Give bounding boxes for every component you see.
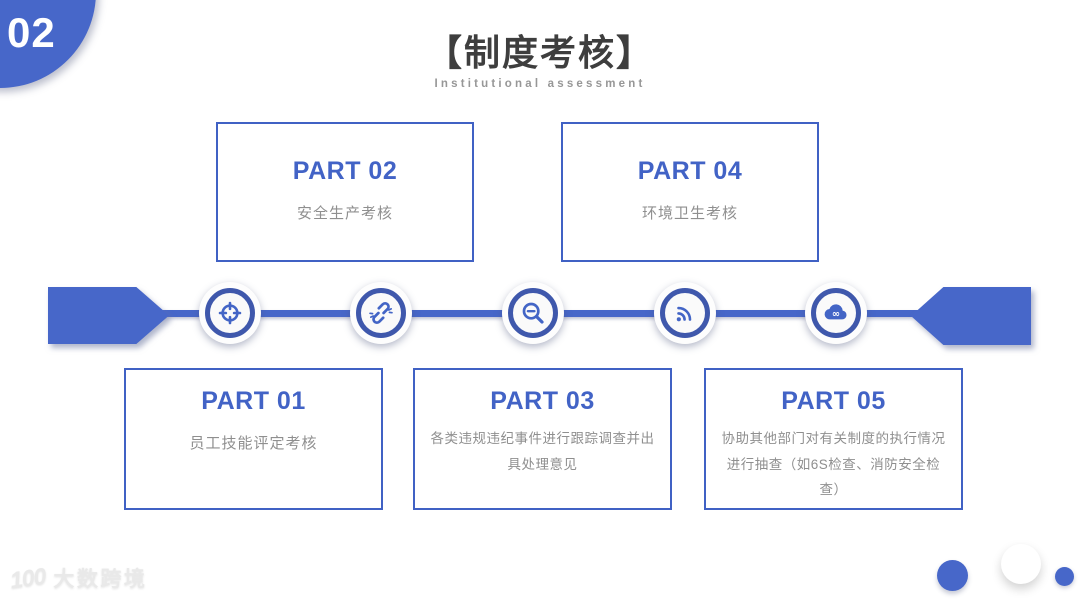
part-05-label: PART 05 xyxy=(781,387,886,415)
timeline-node-1 xyxy=(199,282,261,344)
cloud-infinity-icon: ∞ xyxy=(822,299,850,327)
node-ring: ∞ xyxy=(811,288,861,338)
page-subtitle: Institutional assessment xyxy=(434,78,646,90)
part-02-box: PART 02 安全生产考核 xyxy=(216,122,474,262)
part-05-desc: 协助其他部门对有关制度的执行情况进行抽查（如6S检查、消防安全检查） xyxy=(721,431,946,498)
watermark-logo: 100 xyxy=(8,562,47,593)
part-04-box: PART 04 环境卫生考核 xyxy=(561,122,819,262)
decor-dot-white xyxy=(1001,544,1041,584)
target-icon xyxy=(217,300,243,326)
part-02-desc: 安全生产考核 xyxy=(296,205,393,222)
part-03-label: PART 03 xyxy=(490,387,595,415)
slide-header: 【制度考核】 Institutional assessment xyxy=(0,24,1080,90)
node-ring xyxy=(508,288,558,338)
timeline-node-2 xyxy=(350,282,412,344)
part-01-box: PART 01 员工技能评定考核 xyxy=(124,368,383,510)
part-04-label: PART 04 xyxy=(637,157,743,185)
zoom-out-icon xyxy=(520,300,546,326)
decor-dot-blue-large xyxy=(937,560,968,591)
timeline-left-arrow xyxy=(48,287,169,344)
svg-text:∞: ∞ xyxy=(832,309,840,320)
broken-link-icon xyxy=(368,300,394,326)
part-02-label: PART 02 xyxy=(292,157,398,185)
page-title: 【制度考核】 xyxy=(425,32,654,73)
part-01-label: PART 01 xyxy=(201,387,306,415)
timeline-node-3 xyxy=(502,282,564,344)
part-03-box: PART 03 各类违规违纪事件进行跟踪调查并出具处理意见 xyxy=(413,368,672,510)
node-ring xyxy=(205,288,255,338)
part-01-desc: 员工技能评定考核 xyxy=(189,435,318,452)
node-ring xyxy=(660,288,710,338)
part-05-box: PART 05 协助其他部门对有关制度的执行情况进行抽查（如6S检查、消防安全检… xyxy=(704,368,963,510)
node-ring xyxy=(356,288,406,338)
timeline-node-4 xyxy=(654,282,716,344)
watermark-text: 大数跨境 xyxy=(53,568,148,591)
timeline-right-arrow xyxy=(911,287,1031,345)
part-03-desc: 各类违规违纪事件进行跟踪调查并出具处理意见 xyxy=(430,431,655,472)
wifi-signal-icon xyxy=(672,300,698,326)
part-04-desc: 环境卫生考核 xyxy=(641,205,738,222)
page-number: 02 xyxy=(7,9,56,56)
timeline-node-5: ∞ xyxy=(805,282,867,344)
decor-dot-blue-small xyxy=(1055,567,1074,586)
watermark: 100 大数跨境 xyxy=(8,562,148,593)
